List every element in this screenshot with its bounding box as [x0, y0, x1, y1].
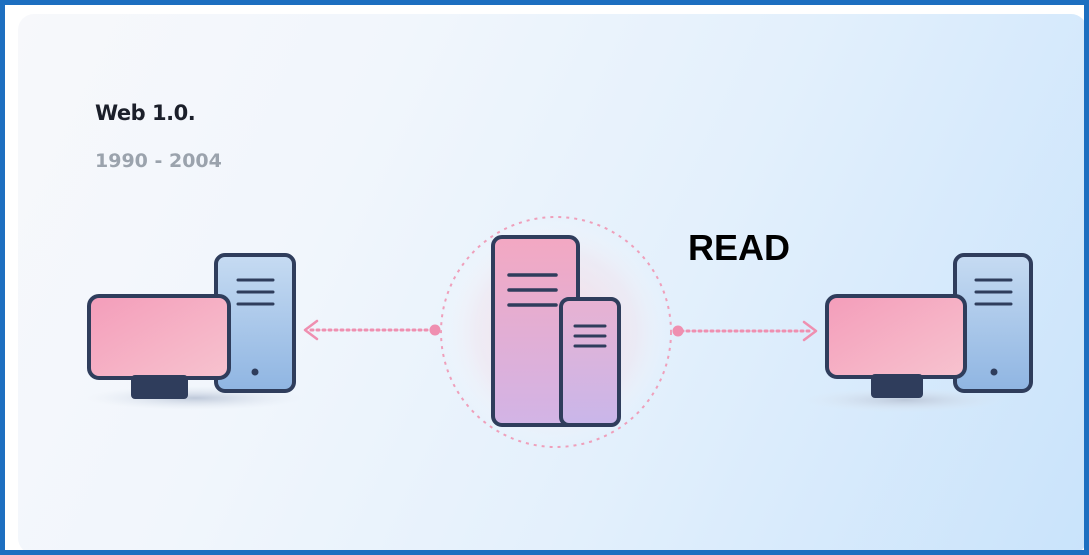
desktop-computer-icon	[805, 253, 1033, 412]
read-label: READ	[688, 227, 791, 268]
era-years: 1990 - 2004	[95, 150, 222, 172]
arrow-to-left-computer	[303, 319, 441, 341]
server-icon	[440, 216, 672, 448]
diagram-art	[87, 216, 1033, 448]
arrow-to-right-computer	[672, 320, 818, 342]
page-title: Web 1.0.	[95, 101, 196, 125]
desktop-computer-icon	[87, 253, 303, 410]
